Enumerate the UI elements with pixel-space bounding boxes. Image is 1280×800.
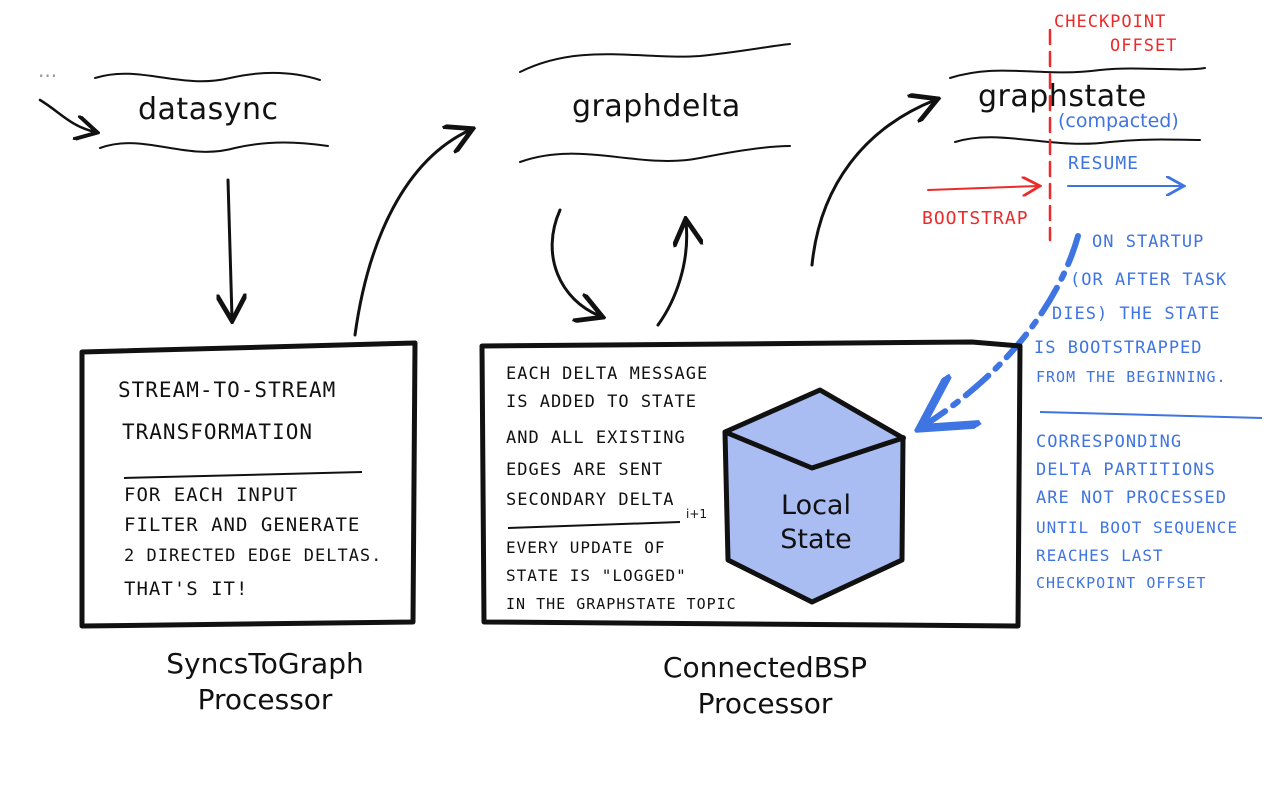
sync-processor-box (79, 340, 418, 629)
datasync-topic-label: datasync (138, 92, 279, 127)
local-state-label-line1: Local (781, 490, 851, 521)
ellipsis-text: ... (38, 58, 58, 82)
bsp-box-divider (507, 521, 681, 529)
partitions-note-line: REACHES LAST (1036, 546, 1164, 565)
startup-note-line: FROM THE BEGINNING. (1036, 368, 1227, 386)
sync-box-body-line: 2 DIRECTED EDGE DELTAS. (124, 546, 383, 566)
bsp-box-bottom-line: EVERY UPDATE OF (506, 538, 666, 557)
bsp-processor-name: ConnectedBSP (662, 651, 868, 684)
bsp-box-bottom-line: IN THE GRAPHSTATE TOPIC (506, 595, 737, 613)
bsp-box-top-line: SECONDARY DELTA (506, 490, 675, 510)
startup-note-line: (OR AFTER TASK (1070, 270, 1228, 290)
sync-box-heading-line2: TRANSFORMATION (122, 420, 314, 444)
partitions-note-line: CORRESPONDING (1036, 432, 1183, 452)
sync-to-graphdelta-arrow (353, 130, 470, 337)
graphstate-compacted-note: (compacted) (1058, 110, 1179, 132)
partitions-note-line: DELTA PARTITIONS (1036, 460, 1216, 480)
datasync-to-sync-arrow (228, 178, 232, 318)
sync-box-body-line: FOR EACH INPUT (124, 484, 299, 506)
bsp-box-superscript: i+1 (686, 507, 708, 521)
bsp-box-top-line: EDGES ARE SENT (506, 460, 664, 480)
local-state-cube (722, 387, 906, 605)
partitions-note-line: ARE NOT PROCESSED (1036, 488, 1227, 508)
sync-processor-kind: Processor (197, 683, 333, 716)
startup-note-line: ON STARTUP (1092, 232, 1205, 252)
sync-box-body-line: THAT'S IT! (124, 578, 249, 600)
checkpoint-label-line1: CHECKPOINT (1054, 12, 1167, 32)
flow-arrows (228, 100, 935, 337)
bootstrap-arrow (927, 186, 1038, 190)
local-state-label-line2: State (780, 524, 852, 555)
graphdelta-to-bsp-arrow (550, 208, 600, 316)
graphdelta-topic-label: graphdelta (572, 89, 741, 124)
sync-box-heading-line1: STREAM-TO-STREAM (118, 378, 337, 402)
startup-note-line: IS BOOTSTRAPPED (1034, 338, 1203, 358)
bsp-box-top-line: EACH DELTA MESSAGE (506, 364, 709, 384)
sync-processor-name: SyncsToGraph (166, 647, 364, 680)
bsp-box-top-line: IS ADDED TO STATE (506, 392, 697, 412)
bsp-to-graphdelta-arrow (656, 222, 687, 327)
partitions-note-line: UNTIL BOOT SEQUENCE (1036, 518, 1239, 537)
datasync-topic-shape (38, 71, 329, 153)
partitions-note-line: CHECKPOINT OFFSET (1036, 574, 1207, 592)
bsp-to-graphstate-arrow (810, 100, 935, 267)
startup-note-arrow (925, 233, 1081, 425)
bsp-processor-kind: Processor (697, 687, 833, 720)
checkpoint-marks (927, 28, 1182, 242)
startup-note-line: DIES) THE STATE (1052, 304, 1221, 324)
resume-label: RESUME (1068, 153, 1140, 174)
graphdelta-topic-shape (519, 43, 791, 163)
notes-divider (1039, 411, 1263, 419)
sync-box-divider (123, 471, 363, 479)
bsp-box-top-line: AND ALL EXISTING (506, 428, 686, 448)
graphstate-topic-label: graphstate (978, 79, 1147, 114)
checkpoint-label-line2: OFFSET (1110, 36, 1178, 56)
bsp-processor-box (479, 339, 1023, 629)
bsp-box-bottom-line: STATE IS "LOGGED" (506, 566, 687, 585)
bootstrap-label: BOOTSTRAP (922, 208, 1029, 229)
graphstate-topic-shape (949, 67, 1206, 145)
sync-box-body-line: FILTER AND GENERATE (124, 514, 361, 536)
